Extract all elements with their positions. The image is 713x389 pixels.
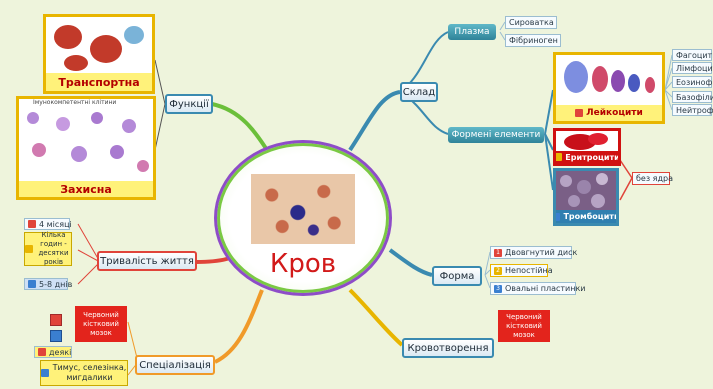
- tag-leukocytes: [575, 109, 584, 117]
- leuk-item-basophils[interactable]: Базофіли: [672, 91, 713, 103]
- protective-caption: Захисна: [19, 181, 153, 197]
- formed-elements-node[interactable]: Формені елементи: [448, 127, 544, 143]
- branch-line-specialization: [214, 289, 264, 364]
- line-leuk-items: [664, 54, 673, 111]
- branch-line-form: [388, 248, 433, 277]
- line-nucleus: [619, 159, 633, 201]
- branch-form[interactable]: Форма: [432, 266, 482, 286]
- card-transport[interactable]: Транспортна: [43, 14, 155, 94]
- transport-caption: Транспортна: [46, 73, 152, 91]
- tag-form-1: 1: [494, 248, 502, 257]
- branch-line-composition: [348, 90, 401, 152]
- spec-organs[interactable]: Тимус, селезінка, мигдалики: [40, 360, 128, 386]
- line-leuk: [544, 89, 554, 135]
- line-serum: [499, 21, 506, 31]
- branch-specialization[interactable]: Спеціалізація: [135, 355, 215, 375]
- branch-line-hematopoiesis: [348, 288, 404, 347]
- spec-some[interactable]: деякі: [34, 346, 72, 358]
- branch-hematopoiesis[interactable]: Кровотворення: [402, 338, 494, 358]
- line-fibrinogen: [499, 31, 506, 41]
- branch-composition[interactable]: Склад: [400, 82, 438, 102]
- tag-form-2: 2: [494, 266, 502, 275]
- tag-months: [28, 220, 36, 228]
- life-months[interactable]: 4 місяці: [24, 218, 72, 230]
- form-item-2-label: Непостійна: [505, 266, 553, 275]
- spec-bone-marrow[interactable]: Червоний кістковий мозок: [75, 306, 127, 342]
- life-months-label: 4 місяці: [39, 219, 72, 229]
- life-days-label: 5-8 днів: [39, 279, 73, 289]
- hematopoiesis-bone-marrow[interactable]: Червоний кістковий мозок: [498, 310, 550, 342]
- erythrocytes-caption: Еритроцити: [556, 151, 618, 163]
- spec-organs-label: Тимус, селезінка, мигдалики: [52, 363, 127, 382]
- blood-smear-image: [251, 174, 355, 244]
- line-plasma: [404, 31, 449, 89]
- life-days[interactable]: 5-8 днів: [24, 278, 72, 290]
- form-item-3-label: Овальні пластинки: [505, 284, 586, 293]
- protective-illustration: [27, 112, 149, 172]
- card-leukocytes[interactable]: Лейкоцити: [553, 52, 665, 124]
- leuk-item-lymphocytes[interactable]: Лімфоцити: [672, 62, 713, 74]
- leukocytes-label: Лейкоцити: [586, 108, 643, 118]
- branch-functions[interactable]: Функції: [165, 94, 213, 114]
- spec-tag-red[interactable]: [50, 314, 62, 326]
- fibrinogen-node[interactable]: Фібриноген: [505, 34, 561, 47]
- branch-lifespan[interactable]: Тривалість життя: [97, 251, 197, 271]
- leuk-item-phagocytes[interactable]: Фагоцити: [672, 49, 713, 61]
- life-hours-label: Кілька годин - десятки років: [38, 231, 69, 266]
- card-erythrocytes[interactable]: Еритроцити: [553, 128, 621, 166]
- platelets-illustration: [560, 173, 608, 208]
- tag-erythrocytes: [556, 153, 563, 161]
- line-functions-cards: [154, 59, 166, 151]
- protective-header: Імунокомпетентні клітини: [33, 99, 117, 106]
- platelets-label: Тромбоцити: [563, 212, 619, 221]
- leukocytes-illustration: [564, 61, 655, 93]
- tag-organs: [41, 369, 49, 377]
- leuk-item-eosinophils[interactable]: Еозинофіли: [672, 76, 713, 88]
- card-platelets[interactable]: Тромбоцити: [553, 168, 619, 226]
- leukocytes-caption: Лейкоцити: [556, 105, 662, 121]
- form-item-1-label: Двовгнутий диск: [505, 248, 578, 257]
- erythrocytes-illustration: [564, 133, 608, 150]
- center-title: Кров: [269, 249, 337, 279]
- leuk-item-neutrophils[interactable]: Нейтрофіли: [672, 104, 713, 116]
- center-node[interactable]: Кров: [214, 140, 392, 296]
- line-lifespan-items: [77, 223, 101, 285]
- line-plate: [544, 133, 554, 191]
- serum-node[interactable]: Сироватка: [505, 16, 557, 29]
- tag-days: [28, 280, 36, 288]
- tag-hours: [25, 245, 33, 253]
- line-form-items: [484, 251, 491, 289]
- plasma-node[interactable]: Плазма: [448, 24, 496, 40]
- spec-tag-blue[interactable]: [50, 330, 62, 342]
- platelets-caption: Тромбоцити: [556, 210, 616, 223]
- erythrocytes-label: Еритроцити: [565, 152, 620, 162]
- card-protective[interactable]: Імунокомпетентні клітини Захисна: [16, 96, 156, 200]
- spec-some-label: деякі: [49, 347, 72, 357]
- tag-some: [38, 348, 46, 356]
- transport-illustration: [54, 25, 144, 71]
- tag-platelets: [556, 212, 561, 221]
- no-nucleus-note[interactable]: без ядра: [632, 172, 673, 185]
- tag-form-3: 3: [494, 284, 502, 293]
- life-hours[interactable]: Кілька годин - десятки років: [24, 231, 72, 266]
